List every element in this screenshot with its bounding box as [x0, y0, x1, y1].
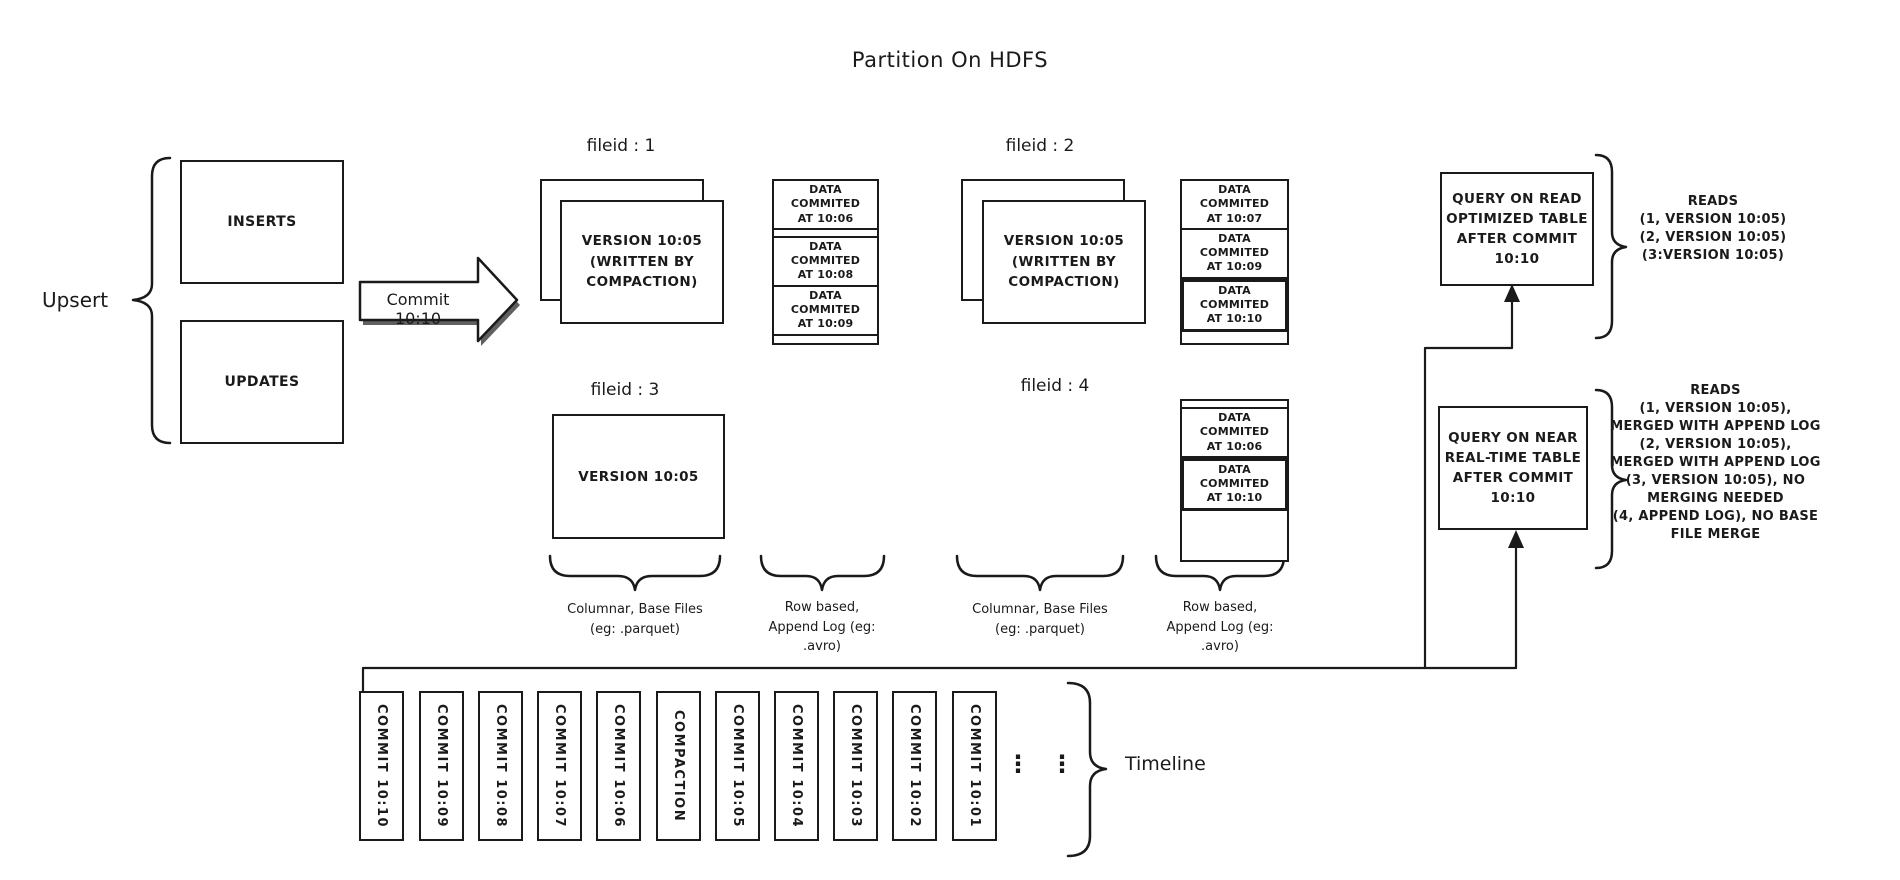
timeline-commit-box: COMMIT 10:08	[478, 691, 523, 841]
timeline-commit-box: COMMIT 10:10	[359, 691, 404, 841]
updates-box: UPDATES	[180, 320, 344, 444]
inserts-box: INSERTS	[180, 160, 344, 284]
timeline-connector-line	[361, 666, 1518, 693]
log-entry: DATA COMMITED AT 10:09	[1182, 230, 1287, 279]
query-read-optimized-box: QUERY ON READ OPTIMIZED TABLE AFTER COMM…	[1440, 172, 1594, 286]
fileid-4-label: fileid : 4	[1020, 376, 1090, 396]
timeline-ellipsis-icon: ⋮	[1006, 750, 1030, 778]
fileid-1-base-file-box: VERSION 10:05 (WRITTEN BY COMPACTION)	[560, 200, 724, 324]
timeline-compaction-box: COMPACTION	[656, 691, 701, 841]
fileid-1-label: fileid : 1	[586, 136, 656, 156]
reads-read-optimized-text: READS (1, VERSION 10:05) (2, VERSION 10:…	[1639, 194, 1787, 263]
timeline-compaction-label: COMPACTION	[671, 709, 686, 823]
reads-near-real-time-text: READS (1, VERSION 10:05), MERGED WITH AP…	[1610, 383, 1821, 542]
timeline-commit-box: COMMIT 10:01	[952, 691, 997, 841]
row-based-append-log-label-1: Row based, Append Log (eg: .avro)	[768, 600, 876, 654]
diagram-title: Partition On HDFS	[851, 48, 1049, 72]
timeline-commit-box: COMMIT 10:04	[774, 691, 819, 841]
timeline-commit-label: COMMIT 10:10	[374, 703, 389, 829]
timeline-commit-box: COMMIT 10:06	[596, 691, 641, 841]
log-spacer	[1182, 401, 1287, 409]
log-entry: DATA COMMITED AT 10:07	[1182, 181, 1287, 230]
log-entry-latest-commit: DATA COMMITED AT 10:10	[1181, 457, 1288, 511]
timeline-ellipsis-icon: ⋮	[1050, 750, 1074, 778]
timeline-commit-label: COMMIT 10:09	[434, 703, 449, 829]
upsert-brace	[131, 156, 172, 445]
timeline-commit-box: COMMIT 10:05	[715, 691, 760, 841]
timeline-label: Timeline	[1125, 753, 1206, 775]
log-entry: DATA COMMITED AT 10:06	[774, 181, 877, 230]
log-spacer	[774, 230, 877, 238]
timeline-commit-label: COMMIT 10:05	[730, 703, 745, 829]
timeline-commit-label: COMMIT 10:07	[552, 703, 567, 829]
fileid-2-append-log: DATA COMMITED AT 10:07 DATA COMMITED AT …	[1180, 179, 1289, 345]
log-entry: DATA COMMITED AT 10:06	[1182, 409, 1287, 458]
fileid-1-append-log: DATA COMMITED AT 10:06 DATA COMMITED AT …	[772, 179, 879, 345]
columnar-base-files-label-2: Columnar, Base Files (eg: .parquet)	[972, 602, 1108, 637]
row-based-append-log-label-2: Row based, Append Log (eg: .avro)	[1166, 600, 1274, 654]
underbrace-columnar-2	[955, 554, 1125, 592]
timeline-commit-label: COMMIT 10:08	[493, 703, 508, 829]
timeline-commit-label: COMMIT 10:04	[789, 703, 804, 829]
timeline-commit-box: COMMIT 10:07	[537, 691, 582, 841]
commit-arrow-label: Commit 10:10	[386, 290, 450, 328]
timeline-commit-box: COMMIT 10:02	[892, 691, 937, 841]
timeline-commit-label: COMMIT 10:02	[907, 703, 922, 829]
log-entry-latest-commit: DATA COMMITED AT 10:10	[1181, 278, 1288, 332]
fileid-3-label: fileid : 3	[590, 380, 660, 400]
underbrace-columnar-1	[548, 554, 722, 592]
fileid-4-append-log: DATA COMMITED AT 10:06 DATA COMMITED AT …	[1180, 399, 1289, 562]
fileid-2-base-file-box: VERSION 10:05 (WRITTEN BY COMPACTION)	[982, 200, 1146, 324]
log-entry: DATA COMMITED AT 10:09	[774, 287, 877, 336]
arrowhead-read-optimized	[1504, 284, 1520, 302]
fileid-3-base-file-box: VERSION 10:05	[552, 414, 725, 539]
timeline-commit-label: COMMIT 10:01	[967, 703, 982, 829]
timeline-commit-label: COMMIT 10:03	[848, 703, 863, 829]
timeline-commit-box: COMMIT 10:09	[419, 691, 464, 841]
log-entry: DATA COMMITED AT 10:08	[774, 238, 877, 287]
arrowhead-near-real-time	[1508, 530, 1524, 548]
columnar-base-files-label-1: Columnar, Base Files (eg: .parquet)	[567, 602, 703, 637]
underbrace-rowbased-1	[759, 554, 886, 592]
timeline-commit-label: COMMIT 10:06	[611, 703, 626, 829]
timeline-commit-box: COMMIT 10:03	[833, 691, 878, 841]
fileid-2-label: fileid : 2	[1005, 136, 1075, 156]
upsert-label: Upsert	[41, 288, 109, 312]
query-near-real-time-box: QUERY ON NEAR REAL-TIME TABLE AFTER COMM…	[1438, 406, 1588, 530]
